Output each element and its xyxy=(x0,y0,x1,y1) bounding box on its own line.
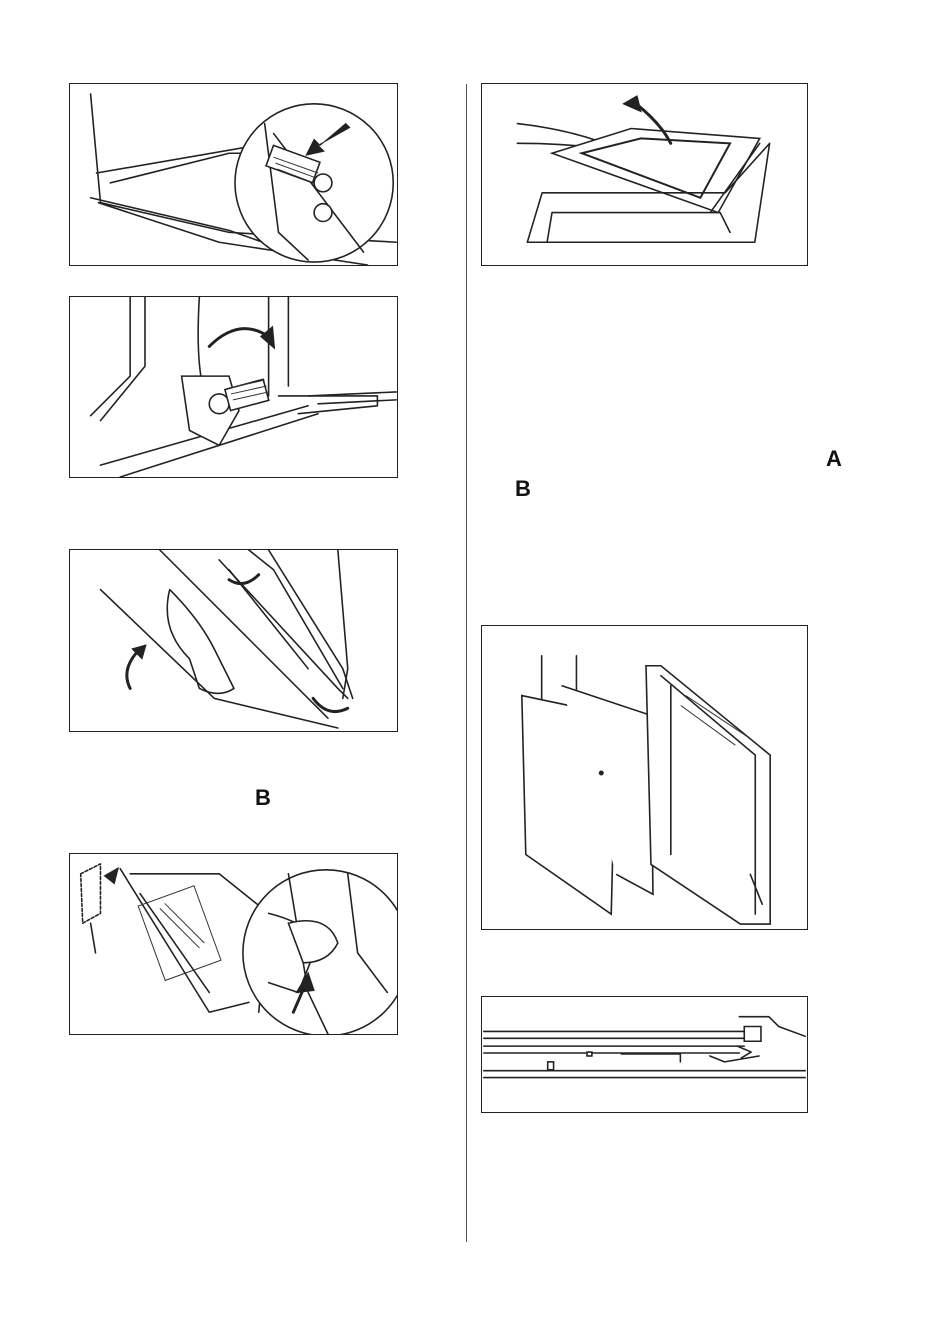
label-b-left: B xyxy=(255,785,271,811)
remove-glass-illustration xyxy=(482,84,807,265)
figure-glass-panels xyxy=(481,625,808,930)
figure-remove-glass xyxy=(481,83,808,266)
figure-cross-section xyxy=(481,996,808,1113)
figure-clip-removal xyxy=(69,853,398,1035)
figure-rotate-lever xyxy=(69,296,398,478)
figure-hinge-lever xyxy=(69,83,398,266)
label-a: A xyxy=(826,446,842,472)
label-b-right: B xyxy=(515,476,531,502)
figure-lift-door xyxy=(69,549,398,732)
cross-section-illustration xyxy=(482,997,807,1112)
clip-removal-illustration xyxy=(70,854,397,1034)
hinge-lever-illustration xyxy=(70,84,397,265)
glass-panels-illustration xyxy=(482,626,807,929)
rotate-lever-illustration xyxy=(70,297,397,477)
lift-door-illustration xyxy=(70,550,397,731)
column-divider xyxy=(466,84,467,1242)
